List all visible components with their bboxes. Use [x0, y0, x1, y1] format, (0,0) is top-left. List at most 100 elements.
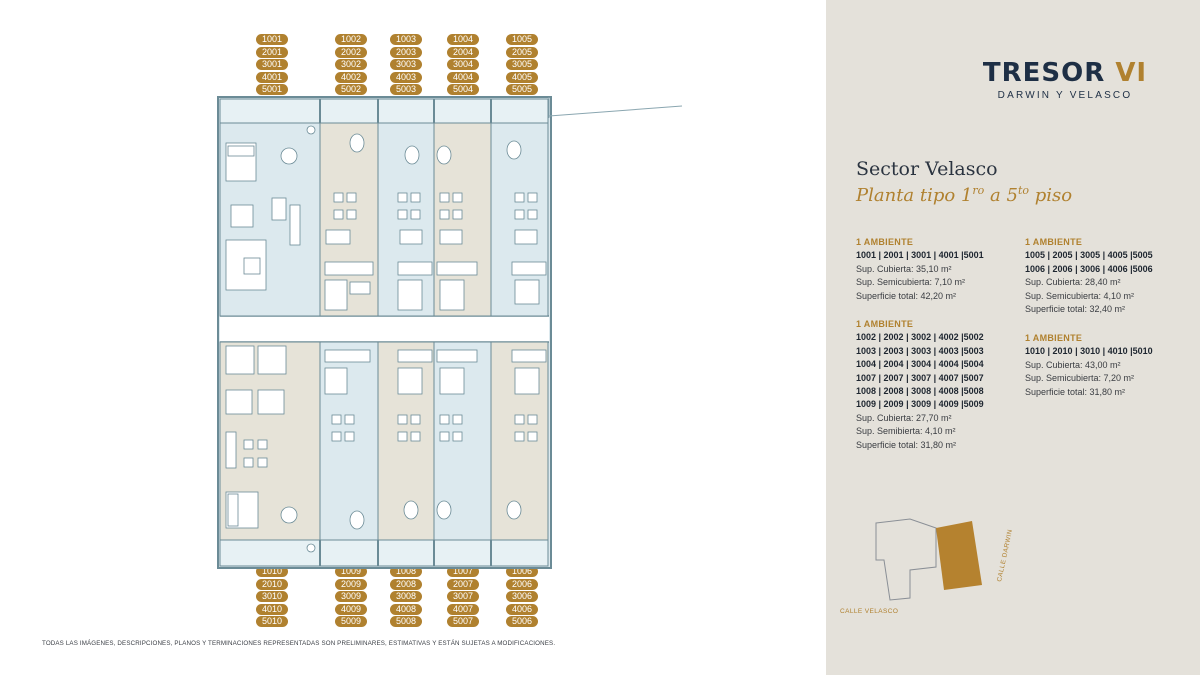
unit-tag[interactable]: 1006: [506, 566, 538, 577]
unit-tag[interactable]: 5003: [390, 84, 422, 95]
unit-tag[interactable]: 3008: [390, 591, 422, 602]
unit-tag[interactable]: 3009: [335, 591, 367, 602]
semicovered-area: Sup. Semicubierta: 7,20 m²: [1025, 373, 1135, 384]
total-area: Superficie total: 32,40 m²: [1025, 304, 1126, 315]
covered-area: Sup. Cubierta: 27,70 m²: [856, 412, 952, 423]
unit-tags-column-1005: 1005 2005 3005 4005 5005: [506, 34, 538, 95]
floor-subtitle-part: Planta tipo 1: [856, 185, 973, 206]
covered-area: Sup. Cubierta: 28,40 m²: [1025, 277, 1121, 288]
unit-type-title: 1 AMBIENTE: [1025, 333, 1083, 343]
unit-numbers: 1004 | 2004 | 3004 | 4004 |5004: [856, 359, 984, 370]
unit-tag[interactable]: 1008: [390, 566, 422, 577]
unit-tags-column-1010: 1010 2010 3010 4010 5010: [256, 566, 288, 627]
unit-tag[interactable]: 2009: [335, 578, 367, 590]
unit-numbers: 1001 | 2001 | 3001 | 4001 |5001: [856, 250, 984, 261]
unit-tag[interactable]: 1009: [335, 566, 367, 577]
total-area: Superficie total: 42,20 m²: [856, 290, 957, 301]
unit-tag[interactable]: 1004: [447, 34, 479, 45]
unit-tags-column-1008: 1008 2008 3008 4008 5008: [390, 566, 422, 627]
unit-tag[interactable]: 2010: [256, 578, 288, 590]
unit-info-block-c: 1 AMBIENTE 1002 | 2002 | 3002 | 4002 |50…: [856, 318, 1024, 452]
unit-tag[interactable]: 5008: [390, 616, 422, 627]
unit-tag[interactable]: 1001: [256, 34, 288, 45]
unit-tag[interactable]: 4007: [447, 603, 479, 615]
unit-tag[interactable]: 5004: [447, 84, 479, 95]
unit-tag[interactable]: 3010: [256, 591, 288, 602]
brand-logo: TRESOR VI DARWIN Y VELASCO: [980, 58, 1150, 101]
semicovered-area: Sup. Semicubierta: 7,10 m²: [856, 277, 966, 288]
unit-tag[interactable]: 2001: [256, 46, 288, 58]
unit-tag[interactable]: 3007: [447, 591, 479, 602]
unit-numbers: 1010 | 2010 | 3010 | 4010 |5010: [1025, 346, 1153, 357]
unit-tag[interactable]: 5006: [506, 616, 538, 627]
unit-tag[interactable]: 3001: [256, 59, 288, 70]
unit-tag[interactable]: 5002: [335, 84, 367, 95]
unit-tag[interactable]: 4006: [506, 603, 538, 615]
floor-subtitle-sup: ro: [972, 184, 985, 197]
unit-tag[interactable]: 4003: [390, 71, 422, 83]
floor-plan-area: 1001 2001 3001 4001 5001 1002 2002 3002 …: [42, 34, 683, 647]
floor-plan-drawing: [217, 96, 683, 569]
unit-tag[interactable]: 2005: [506, 46, 538, 58]
unit-tag[interactable]: 3006: [506, 591, 538, 602]
brand-subtitle: DARWIN Y VELASCO: [997, 90, 1133, 101]
legal-disclaimer: TODAS LAS IMÁGENES, DESCRIPCIONES, PLANO…: [42, 640, 556, 647]
unit-tag[interactable]: 2006: [506, 578, 538, 590]
unit-info-block-a: 1 AMBIENTE 1001 | 2001 | 3001 | 4001 |50…: [856, 236, 1024, 303]
unit-tag[interactable]: 1010: [256, 566, 288, 577]
unit-numbers: 1003 | 2003 | 3003 | 4003 |5003: [856, 345, 984, 356]
unit-tag[interactable]: 4009: [335, 603, 367, 615]
unit-tag[interactable]: 4008: [390, 603, 422, 615]
unit-tag[interactable]: 5007: [447, 616, 479, 627]
unit-tag[interactable]: 4005: [506, 71, 538, 83]
total-area: Superficie total: 31,80 m²: [1025, 386, 1126, 397]
unit-tag[interactable]: 1007: [447, 566, 479, 577]
floor-subtitle-sup: to: [1017, 184, 1029, 197]
unit-tag[interactable]: 4001: [256, 71, 288, 83]
unit-tag[interactable]: 2007: [447, 578, 479, 590]
unit-tag[interactable]: 3004: [447, 59, 479, 70]
brand-name-text: TRESOR: [982, 58, 1106, 88]
unit-tag[interactable]: 1002: [335, 34, 367, 45]
unit-numbers: 1008 | 2008 | 3008 | 4008 |5008: [856, 386, 984, 397]
unit-tag[interactable]: 5010: [256, 616, 288, 627]
unit-numbers: 1007 | 2007 | 3007 | 4007 |5007: [856, 372, 984, 383]
unit-tags-column-1002: 1002 2002 3002 4002 5002: [335, 34, 367, 95]
unit-tag[interactable]: 4010: [256, 603, 288, 615]
brand-number: VI: [1115, 58, 1148, 88]
unit-type-title: 1 AMBIENTE: [856, 237, 914, 247]
total-area: Superficie total: 31,80 m²: [856, 439, 957, 450]
street-label-velasco: CALLE VELASCO: [840, 608, 898, 615]
unit-tag[interactable]: 4002: [335, 71, 367, 83]
unit-tag[interactable]: 3002: [335, 59, 367, 70]
unit-tag[interactable]: 1005: [506, 34, 538, 45]
floor-subtitle-part: piso: [1028, 185, 1073, 206]
unit-tag[interactable]: 2003: [390, 46, 422, 58]
site-block-outline: [875, 518, 937, 601]
unit-info-block-b: 1 AMBIENTE 1005 | 2005 | 3005 | 4005 |50…: [1025, 236, 1193, 316]
unit-numbers: 1006 | 2006 | 3006 | 4006 |5006: [1025, 263, 1153, 274]
sector-title: Sector Velasco: [856, 158, 998, 180]
unit-type-title: 1 AMBIENTE: [856, 319, 914, 329]
unit-tag[interactable]: 3003: [390, 59, 422, 70]
unit-type-title: 1 AMBIENTE: [1025, 237, 1083, 247]
unit-tag[interactable]: 5009: [335, 616, 367, 627]
brand-wordmark: TRESOR VI: [980, 58, 1150, 88]
unit-tag[interactable]: 3005: [506, 59, 538, 70]
unit-tag[interactable]: 2002: [335, 46, 367, 58]
unit-numbers: 1005 | 2005 | 3005 | 4005 |5005: [1025, 250, 1153, 261]
unit-tags-column-1009: 1009 2009 3009 4009 5009: [335, 566, 367, 627]
unit-tag[interactable]: 2004: [447, 46, 479, 58]
sector-highlight: [936, 521, 982, 590]
semicovered-area: Sup. Semibierta: 4,10 m²: [856, 426, 956, 437]
covered-area: Sup. Cubierta: 35,10 m²: [856, 263, 952, 274]
unit-tags-column-1003: 1003 2003 3003 4003 5003: [390, 34, 422, 95]
unit-tag[interactable]: 5005: [506, 84, 538, 95]
site-location-map: CALLE VELASCO CALLE DARWIN: [840, 518, 1014, 615]
unit-tag[interactable]: 4004: [447, 71, 479, 83]
info-panel: TRESOR VI DARWIN Y VELASCO Sector Velasc…: [826, 0, 1200, 675]
street-label-darwin: CALLE DARWIN: [996, 529, 1014, 583]
unit-tag[interactable]: 1003: [390, 34, 422, 45]
unit-tag[interactable]: 2008: [390, 578, 422, 590]
unit-tag[interactable]: 5001: [256, 84, 288, 95]
